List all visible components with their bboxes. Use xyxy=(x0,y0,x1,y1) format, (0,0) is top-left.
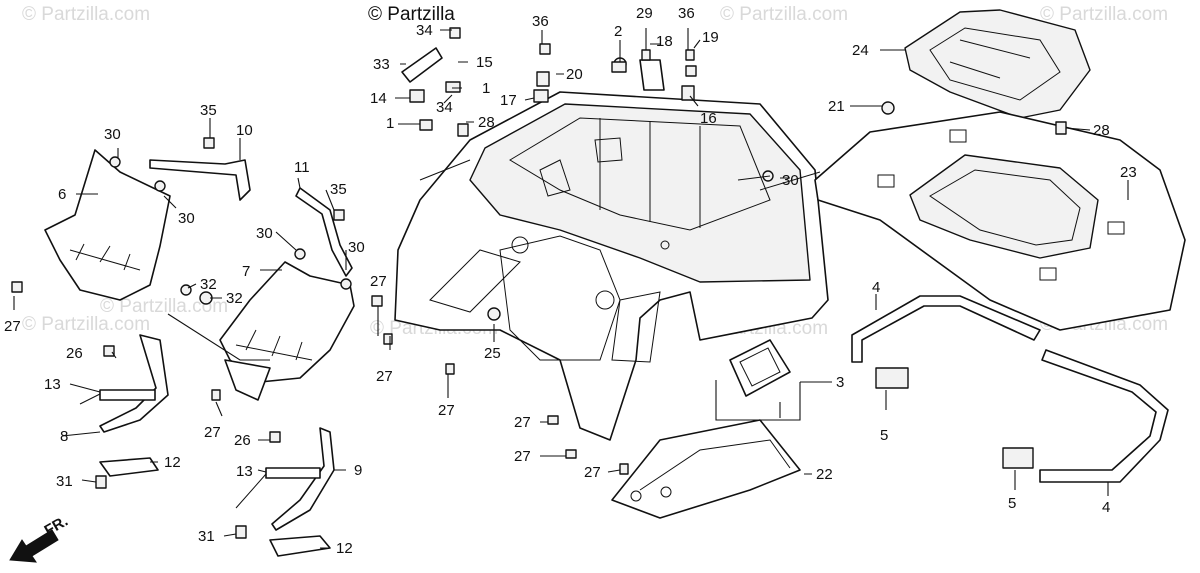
callout: 10 xyxy=(236,122,253,139)
callout: 33 xyxy=(373,56,390,73)
callout: 2 xyxy=(614,23,622,40)
callout: 4 xyxy=(1102,499,1110,516)
license-bracket xyxy=(729,339,791,397)
callout: 27 xyxy=(584,464,601,481)
callout: 3 xyxy=(836,374,844,391)
callout: 30 xyxy=(348,239,365,256)
watermark: © Partzilla.com xyxy=(22,314,150,335)
callout: 4 xyxy=(872,279,880,296)
brackets xyxy=(79,159,353,557)
callout: 31 xyxy=(56,473,73,490)
callout: 30 xyxy=(104,126,121,143)
callout: 15 xyxy=(476,54,493,71)
callout: 5 xyxy=(1008,495,1016,512)
callout: 14 xyxy=(370,90,387,107)
callout: 28 xyxy=(478,114,495,131)
carrier-cushion xyxy=(904,9,1091,119)
callout: 8 xyxy=(60,428,68,445)
callout: 35 xyxy=(200,102,217,119)
seal-strips xyxy=(851,295,1169,483)
callout: 27 xyxy=(514,448,531,465)
callout: 34 xyxy=(436,99,453,116)
callout: 30 xyxy=(178,210,195,227)
watermark-top: © Partzilla xyxy=(368,4,455,25)
callout: 12 xyxy=(336,540,353,557)
callout: 36 xyxy=(532,13,549,30)
rear-skid-plate xyxy=(611,419,801,519)
callout: 19 xyxy=(702,29,719,46)
callout: 26 xyxy=(234,432,251,449)
callout: 5 xyxy=(880,427,888,444)
mud-guards xyxy=(44,149,355,401)
hardware xyxy=(11,27,1067,539)
front-direction-arrow: FR. xyxy=(9,513,71,563)
callout: 29 xyxy=(636,5,653,22)
leader-lines xyxy=(13,28,1129,549)
callout: 6 xyxy=(58,186,66,203)
callout: 17 xyxy=(500,92,517,109)
callout: 27 xyxy=(370,273,387,290)
callout: 21 xyxy=(828,98,845,115)
rear-fender xyxy=(394,91,829,441)
callout: 30 xyxy=(782,172,799,189)
callout: 27 xyxy=(4,318,21,335)
callout: 24 xyxy=(852,42,869,59)
callout: 13 xyxy=(44,376,61,393)
rear-carrier xyxy=(814,111,1186,331)
callout: 7 xyxy=(242,263,250,280)
callout: 35 xyxy=(330,181,347,198)
callout: 27 xyxy=(514,414,531,431)
callout: 13 xyxy=(236,463,253,480)
callout: 34 xyxy=(416,22,433,39)
watermark: © Partzilla.com xyxy=(1040,4,1168,25)
callout: 1 xyxy=(482,80,490,97)
callout: 27 xyxy=(376,368,393,385)
watermark: © Partzilla.com xyxy=(22,4,150,25)
callout: 28 xyxy=(1093,122,1110,139)
callout: 26 xyxy=(66,345,83,362)
watermark: © Partzilla.com xyxy=(100,296,228,317)
callout: 9 xyxy=(354,462,362,479)
watermark: © Partzilla.com xyxy=(720,4,848,25)
callout: 36 xyxy=(678,5,695,22)
callout: 12 xyxy=(164,454,181,471)
watermark-layer: © Partzilla.com © Partzilla.com © Partzi… xyxy=(22,4,1168,339)
callout: 22 xyxy=(816,466,833,483)
callout: 16 xyxy=(700,110,717,127)
callout: 25 xyxy=(484,345,501,362)
callout: 23 xyxy=(1120,164,1137,181)
callout: 1 xyxy=(386,115,394,132)
callout: 31 xyxy=(198,528,215,545)
callout: 18 xyxy=(656,33,673,50)
callout: 32 xyxy=(226,290,243,307)
callout: 20 xyxy=(566,66,583,83)
callout: 27 xyxy=(438,402,455,419)
callout: 32 xyxy=(200,276,217,293)
callout: 11 xyxy=(294,159,310,176)
callout: 27 xyxy=(204,424,221,441)
callout-labels: 34 33 15 1 14 34 36 20 17 1 28 2 29 18 3… xyxy=(4,5,1137,557)
callout: 30 xyxy=(256,225,273,242)
